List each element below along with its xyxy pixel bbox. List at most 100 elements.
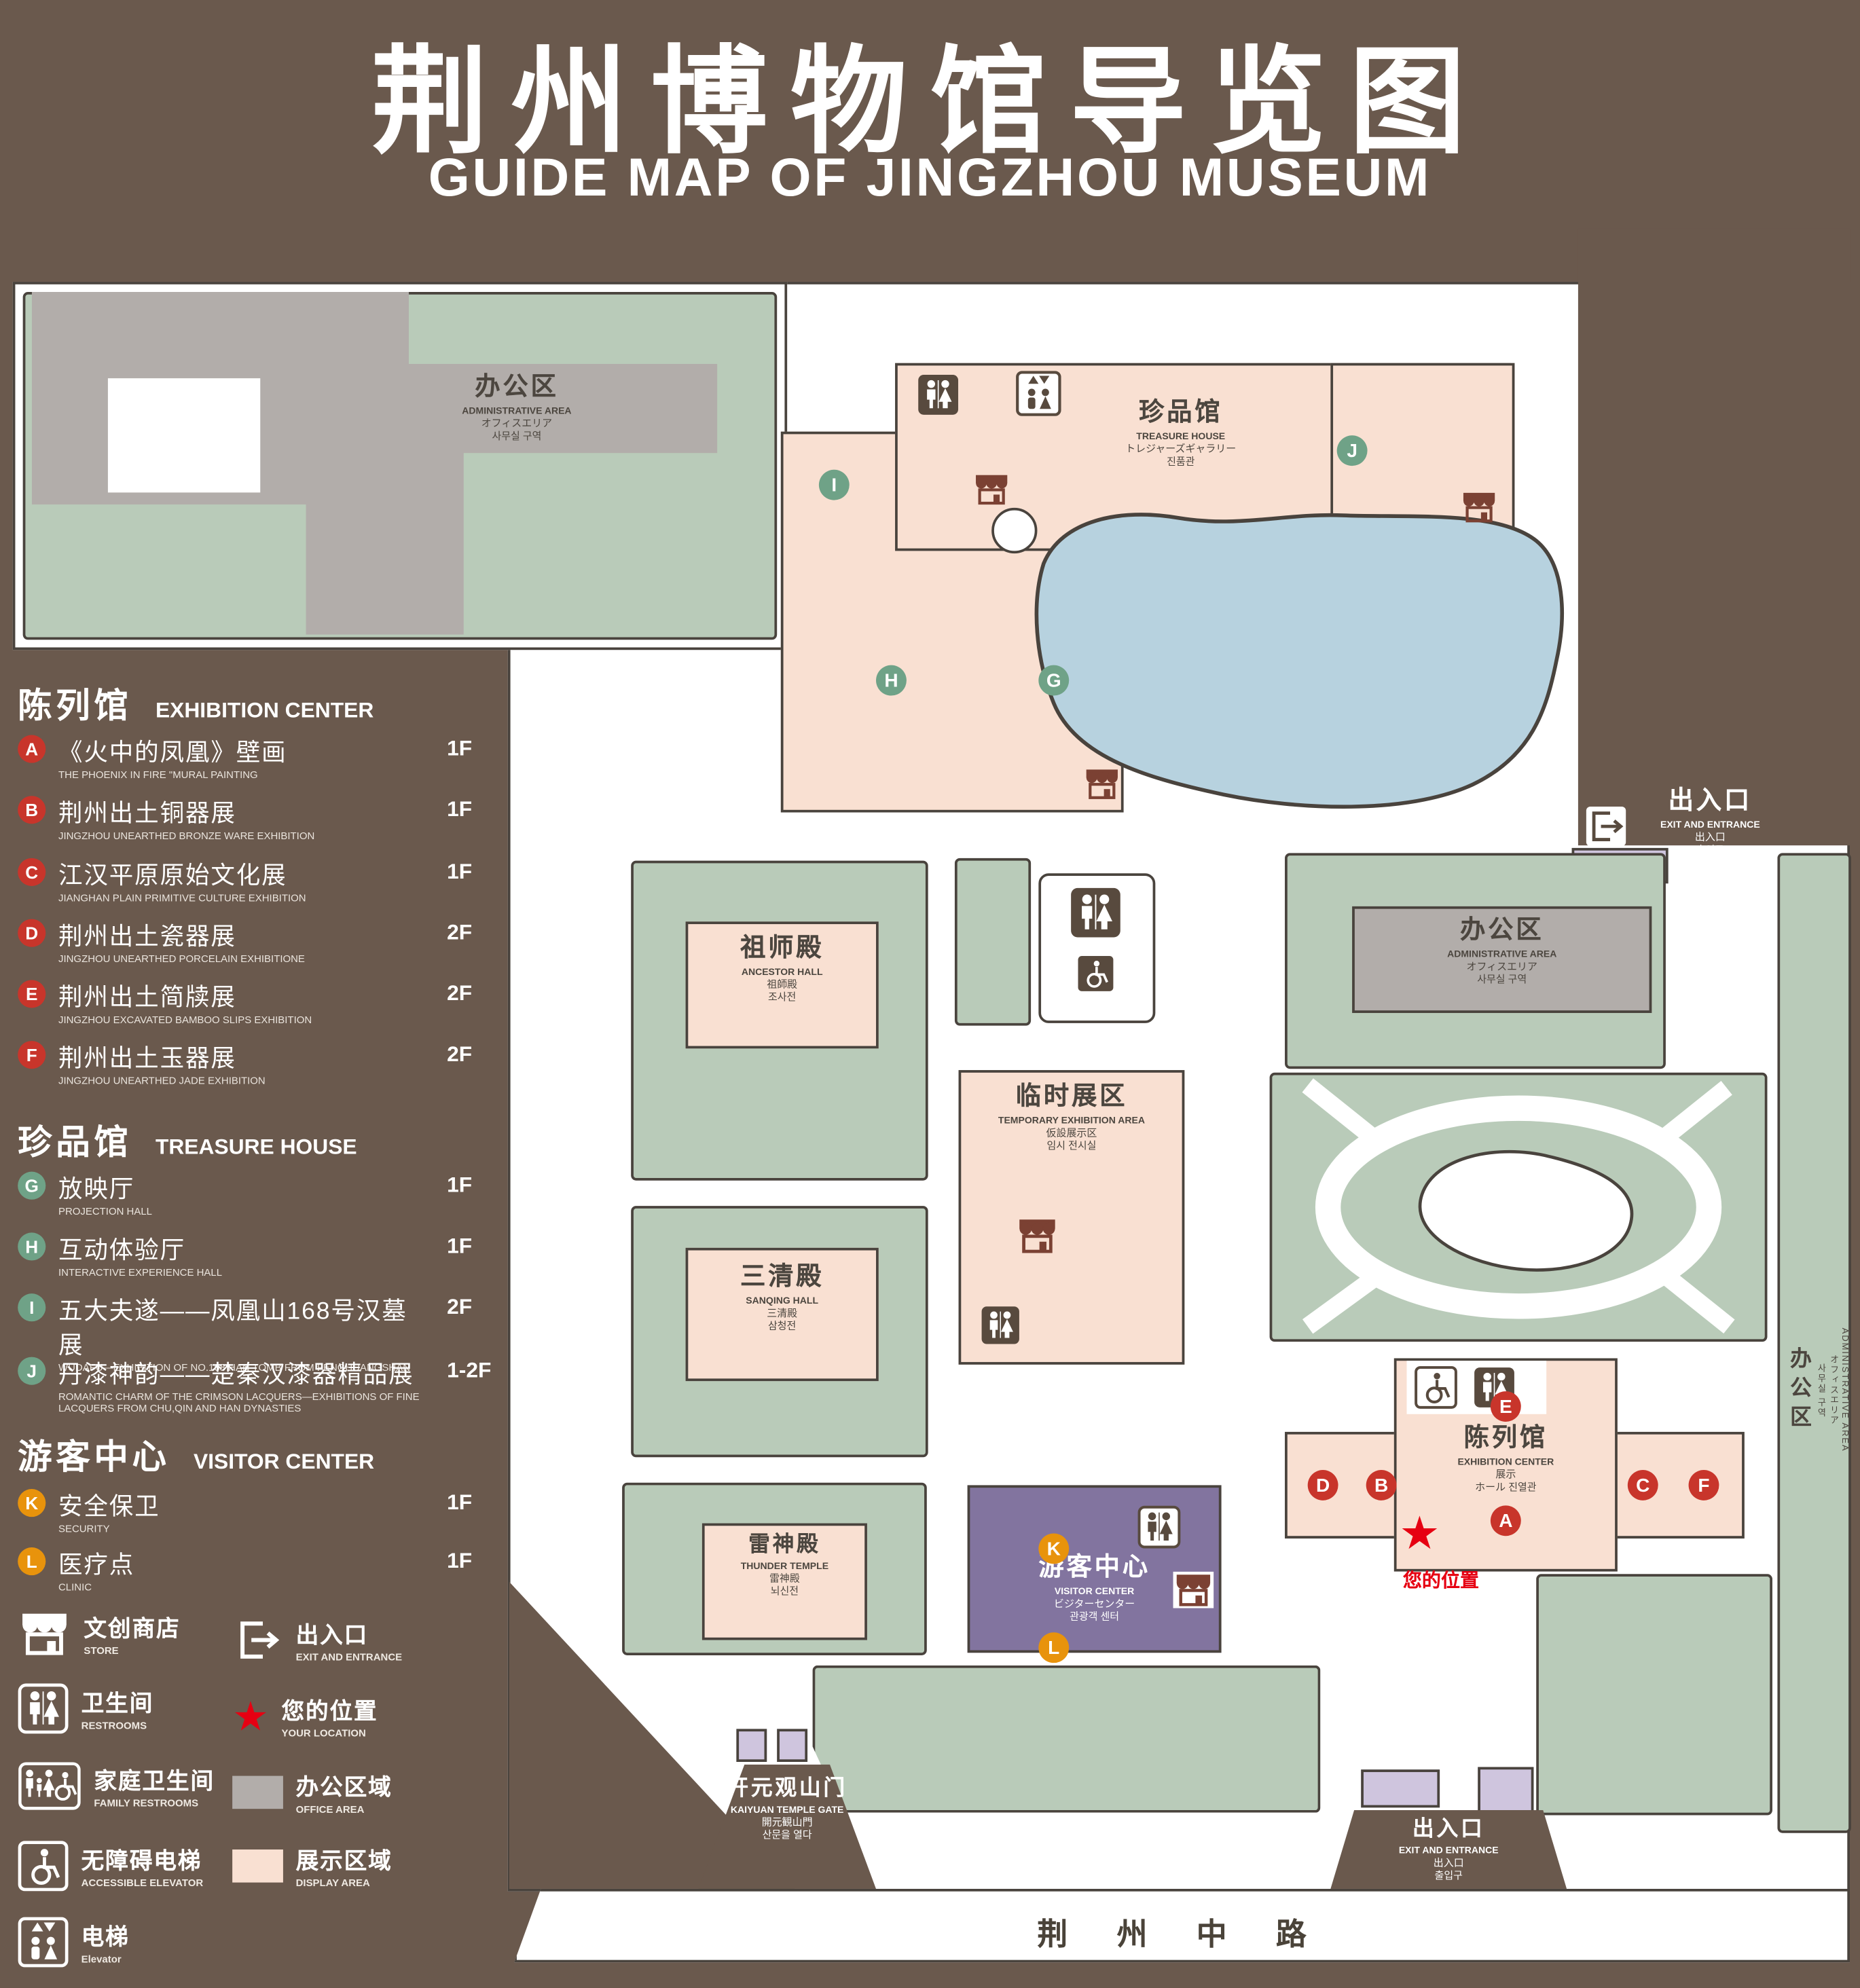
sym-en: YOUR LOCATION xyxy=(281,1727,366,1740)
sym-en: DISPLAY AREA xyxy=(295,1877,370,1889)
item-en: JINGZHOU EXCAVATED BAMBOO SLIPS EXHIBITI… xyxy=(58,1014,312,1026)
exhibition-en: EXHIBITION CENTER xyxy=(1457,1456,1554,1468)
exhibition-kr: ホール 진열관 xyxy=(1475,1481,1537,1493)
marker-A-legend: A xyxy=(18,735,46,763)
section-zh: 游客中心 xyxy=(18,1438,170,1477)
exit-east-zh: 出入口 xyxy=(1668,787,1753,815)
item-floor: 1F xyxy=(447,859,473,884)
marker-H-legend: H xyxy=(18,1232,46,1261)
item-floor: 1F xyxy=(447,736,473,760)
accessible-elevator-icon xyxy=(1415,1366,1458,1410)
admin-east-zh: 办公区 xyxy=(1786,1346,1811,1434)
admin-northwest-courtyard xyxy=(107,378,261,493)
visitor-zh: 游客中心 xyxy=(1038,1553,1150,1582)
marker-I: I xyxy=(818,469,850,500)
sym-zh: 您的位置 xyxy=(281,1698,378,1724)
item-floor: 1F xyxy=(447,1234,473,1258)
item-floor: 2F xyxy=(447,920,473,944)
section-zh: 陈列馆 xyxy=(18,686,132,725)
item-zh: 江汉平原原始文化展 xyxy=(58,863,287,890)
road-label: 荆 州 中 路 xyxy=(1037,1917,1327,1953)
display-area-swatch xyxy=(232,1849,283,1883)
marker-K-legend: K xyxy=(18,1489,46,1517)
exhibition-zh: 陈列馆 xyxy=(1463,1424,1548,1452)
sym-en: FAMILY RESTROOMS xyxy=(94,1797,199,1809)
item-floor: 2F xyxy=(447,1042,473,1067)
item-zh: 医疗点 xyxy=(58,1552,135,1579)
thunder-jp: 雷神殿 xyxy=(769,1572,800,1584)
exit-east-en: EXIT AND ENTRANCE xyxy=(1660,818,1760,830)
restrooms-icon xyxy=(1069,886,1123,940)
ancestor-jp: 祖師殿 xyxy=(767,978,798,990)
marker-J: J xyxy=(1336,435,1368,466)
temp-en: TEMPORARY EXHIBITION AREA xyxy=(998,1114,1145,1126)
gate-jp: 開元観山門 xyxy=(761,1816,813,1828)
sym-zh: 办公区域 xyxy=(295,1774,393,1801)
sym-zh: 家庭卫生间 xyxy=(94,1768,215,1794)
treasure-house-label: 珍品馆 TREASURE HOUSE トレジャーズギャラリー 진품관 xyxy=(1102,396,1260,469)
marker-A: A xyxy=(1490,1505,1521,1536)
thunder-en: THUNDER TEMPLE xyxy=(740,1560,829,1572)
admin-northwest-label: 办公区 ADMINISTRATIVE AREA オフィスエリア 사무실 구역 xyxy=(409,371,625,444)
thunder-temple-label: 雷神殿 THUNDER TEMPLE 雷神殿 뇌신전 xyxy=(705,1531,865,1599)
lawn-south-middle xyxy=(812,1665,1321,1813)
exit-south-zh: 出入口 xyxy=(1412,1816,1485,1841)
sym-zh: 卫生间 xyxy=(81,1691,154,1716)
visitor-jp: ビジターセンター xyxy=(1053,1598,1135,1610)
admin-mid-kr: 사무실 구역 xyxy=(1477,974,1527,986)
item-en: ROMANTIC CHARM OF THE CRIMSON LACQUERS—E… xyxy=(58,1391,420,1414)
gate-pillar-east xyxy=(777,1729,808,1763)
section-en: VISITOR CENTER xyxy=(194,1450,375,1474)
admin-east-en: ADMINISTRATIVE AREA xyxy=(1840,1327,1849,1452)
lawn-central-small xyxy=(954,858,1032,1026)
ancestor-hall-label: 祖师殿 ANCESTOR HALL 祖師殿 조사전 xyxy=(688,932,876,1005)
exhibition-jp: 展示 xyxy=(1495,1468,1516,1480)
page-subtitle: GUIDE MAP OF JINGZHOU MUSEUM xyxy=(428,147,1432,207)
marker-B: B xyxy=(1366,1469,1397,1501)
office-area-swatch xyxy=(232,1775,283,1809)
restrooms-icon xyxy=(1137,1505,1181,1549)
item-en: JINGZHOU UNEARTHED JADE EXHIBITION xyxy=(58,1075,266,1087)
item-floor: 2F xyxy=(447,981,473,1006)
item-en: CLINIC xyxy=(58,1581,92,1594)
treasure-jp: トレジャーズギャラリー xyxy=(1125,443,1237,454)
thunder-kr: 뇌신전 xyxy=(770,1585,799,1598)
admin-nw-zh: 办公区 xyxy=(475,373,559,401)
item-zh: 荆州出土玉器展 xyxy=(58,1046,236,1073)
treasure-en: TREASURE HOUSE xyxy=(1136,430,1226,442)
your-location-label: 您的位置 xyxy=(1402,1570,1480,1592)
treasure-kr: 진품관 xyxy=(1167,456,1195,468)
item-zh: 荆州出土铜器展 xyxy=(58,800,236,828)
marker-C: C xyxy=(1627,1469,1658,1501)
visitor-kr: 관광객 센터 xyxy=(1070,1610,1120,1623)
kaiyuan-gate-label: 开元观山门 KAIYUAN TEMPLE GATE 開元観山門 산문을 열다 xyxy=(701,1775,873,1843)
admin-east-label: ADMINISTRATIVE AREA オフィスエリア 사무실 구역 办公区 xyxy=(1780,1212,1849,1567)
sym-en: EXIT AND ENTRANCE xyxy=(295,1651,403,1663)
building-sanqing-hall xyxy=(685,1247,879,1382)
road-jingzhou-middle: 荆 州 中 路 xyxy=(514,1888,1850,1963)
item-en: INTERACTIVE EXPERIENCE HALL xyxy=(58,1266,223,1278)
exit-east-kr: 출입구 xyxy=(1696,844,1725,856)
admin-nw-kr: 사무실 구역 xyxy=(492,430,542,442)
garden-paths xyxy=(1302,1078,1735,1334)
item-en: SECURITY xyxy=(58,1523,110,1535)
section-en: EXHIBITION CENTER xyxy=(155,698,374,722)
item-zh: 安全保卫 xyxy=(58,1494,160,1521)
item-zh: 互动体验厅 xyxy=(58,1237,185,1265)
legend-symbol-family-restrooms: 家庭卫生间 FAMILY RESTROOMS xyxy=(18,1762,215,1810)
exit-south-kr: 출입구 xyxy=(1434,1870,1463,1882)
marker-G: G xyxy=(1038,665,1070,696)
gate-zh: 开元观山门 xyxy=(727,1775,847,1801)
building-south-gatehouse-east xyxy=(1478,1767,1534,1813)
location-star-icon: ★ xyxy=(232,1693,269,1740)
item-en: WUDAFU—EXHIBITION OF NO.168 HAN TOMB FRO… xyxy=(58,1362,410,1374)
